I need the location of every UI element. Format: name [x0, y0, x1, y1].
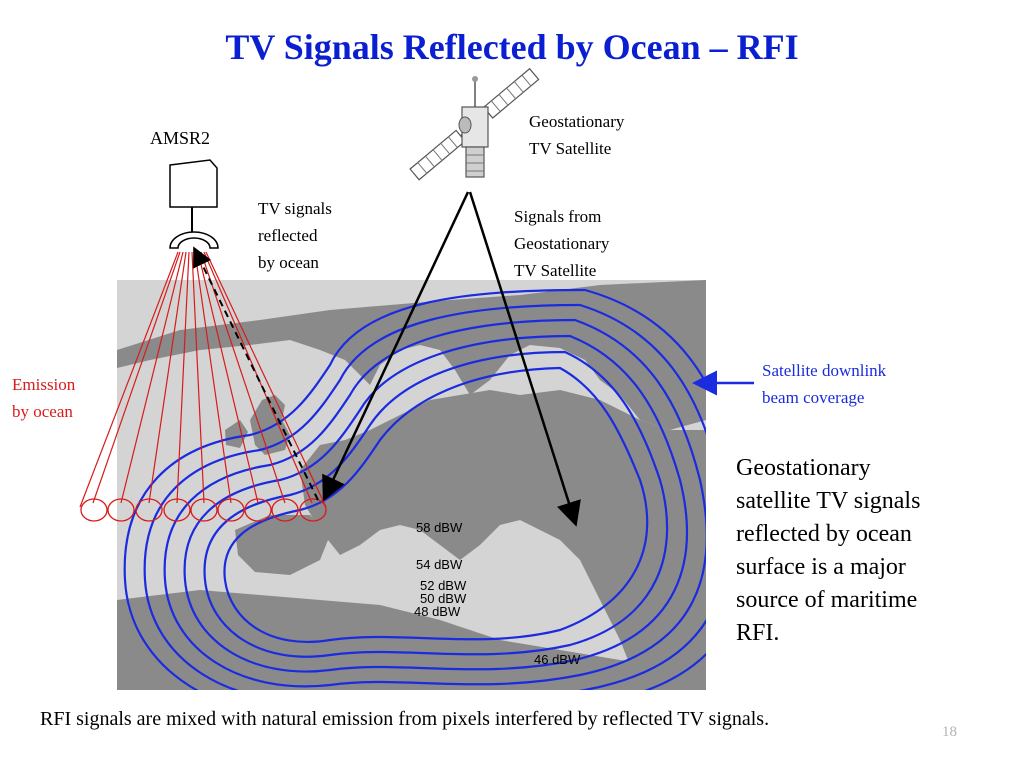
label-line: TV Satellite	[514, 261, 597, 280]
emission-beam	[176, 251, 190, 504]
beam-contours	[123, 288, 706, 690]
satellite-icon	[409, 67, 540, 181]
signal-arrow-to-ocean	[322, 191, 470, 502]
footer-note: RFI signals are mixed with natural emiss…	[40, 708, 770, 730]
contour-6	[123, 288, 706, 690]
label-line: Geostationary	[529, 112, 625, 131]
land-ireland	[225, 420, 248, 448]
signal-arrow-to-land	[468, 191, 581, 527]
label-line: Geostationary	[514, 234, 610, 253]
radiometer-icon	[169, 159, 219, 249]
emission-beam	[205, 251, 327, 508]
footprint-ellipse	[217, 498, 245, 522]
contour-label: 50 dBW	[420, 591, 467, 606]
emission-beam	[197, 251, 259, 504]
label-line: reflected	[258, 226, 318, 245]
contour-label: 48 dBW	[414, 604, 461, 619]
coverage-map	[117, 280, 706, 690]
label-downlink-coverage: Satellite downlink beam coverage	[762, 357, 886, 411]
body-line: reflected by ocean	[736, 521, 912, 547]
emission-beams	[79, 251, 327, 508]
land-iberia	[235, 515, 330, 575]
label-emission-by-ocean: Emission by ocean	[12, 371, 75, 425]
label-line: beam coverage	[762, 388, 865, 407]
emission-beam	[200, 251, 286, 504]
label-line: Emission	[12, 375, 76, 394]
contour-label: 58 dBW	[416, 520, 463, 535]
footprint-ellipse	[299, 498, 327, 522]
label-geostationary-satellite: Geostationary TV Satellite	[529, 108, 624, 162]
contour-label: 54 dBW	[416, 557, 463, 572]
footprint-ellipse	[80, 498, 108, 522]
label-tv-signals-reflected: TV signals reflected by ocean	[258, 195, 332, 276]
label-line: TV Satellite	[529, 139, 612, 158]
label-line: Satellite downlink	[762, 361, 887, 380]
body-line: satellite TV signals	[736, 488, 921, 514]
footprint-ellipse	[244, 498, 272, 522]
label-line: by ocean	[258, 253, 319, 272]
contour-label: 46 dBW	[534, 652, 581, 667]
body-text: Geostationary satellite TV signals refle…	[736, 452, 996, 650]
label-line: by ocean	[12, 402, 73, 421]
emission-beam	[191, 251, 205, 504]
land-europe	[300, 390, 706, 690]
slide-title: TV Signals Reflected by Ocean – RFI	[225, 27, 799, 67]
contour-1	[223, 366, 649, 643]
footprint-ellipse	[271, 498, 299, 522]
body-line: source of maritime	[736, 587, 918, 613]
emission-beam	[92, 251, 181, 504]
footprint-ellipse	[107, 498, 135, 522]
land-north	[117, 280, 706, 430]
slide-number: 18	[942, 724, 957, 740]
label-amsr2: AMSR2	[150, 128, 211, 148]
label-signals-from-satellite: Signals from Geostationary TV Satellite	[514, 203, 609, 284]
land-africa	[117, 590, 706, 690]
label-line: TV signals	[258, 199, 332, 218]
label-line: Signals from	[514, 207, 602, 226]
emission-beam	[148, 251, 187, 504]
ocean-footprints	[80, 498, 327, 522]
reflected-signal-arrow	[193, 246, 319, 501]
footprint-ellipse	[190, 498, 218, 522]
body-line: Geostationary	[736, 455, 871, 481]
contour-5	[143, 303, 706, 690]
contour-3	[183, 334, 688, 673]
contour-4	[163, 318, 706, 688]
contour-label: 52 dBW	[420, 578, 467, 593]
body-line: RFI.	[736, 620, 780, 646]
footprint-ellipse	[163, 498, 191, 522]
body-line: surface is a major	[736, 554, 906, 580]
emission-beam	[79, 251, 179, 508]
emission-beam	[120, 251, 184, 504]
footprint-ellipse	[135, 498, 163, 522]
contour-2	[203, 350, 669, 658]
emission-beam	[194, 251, 232, 504]
